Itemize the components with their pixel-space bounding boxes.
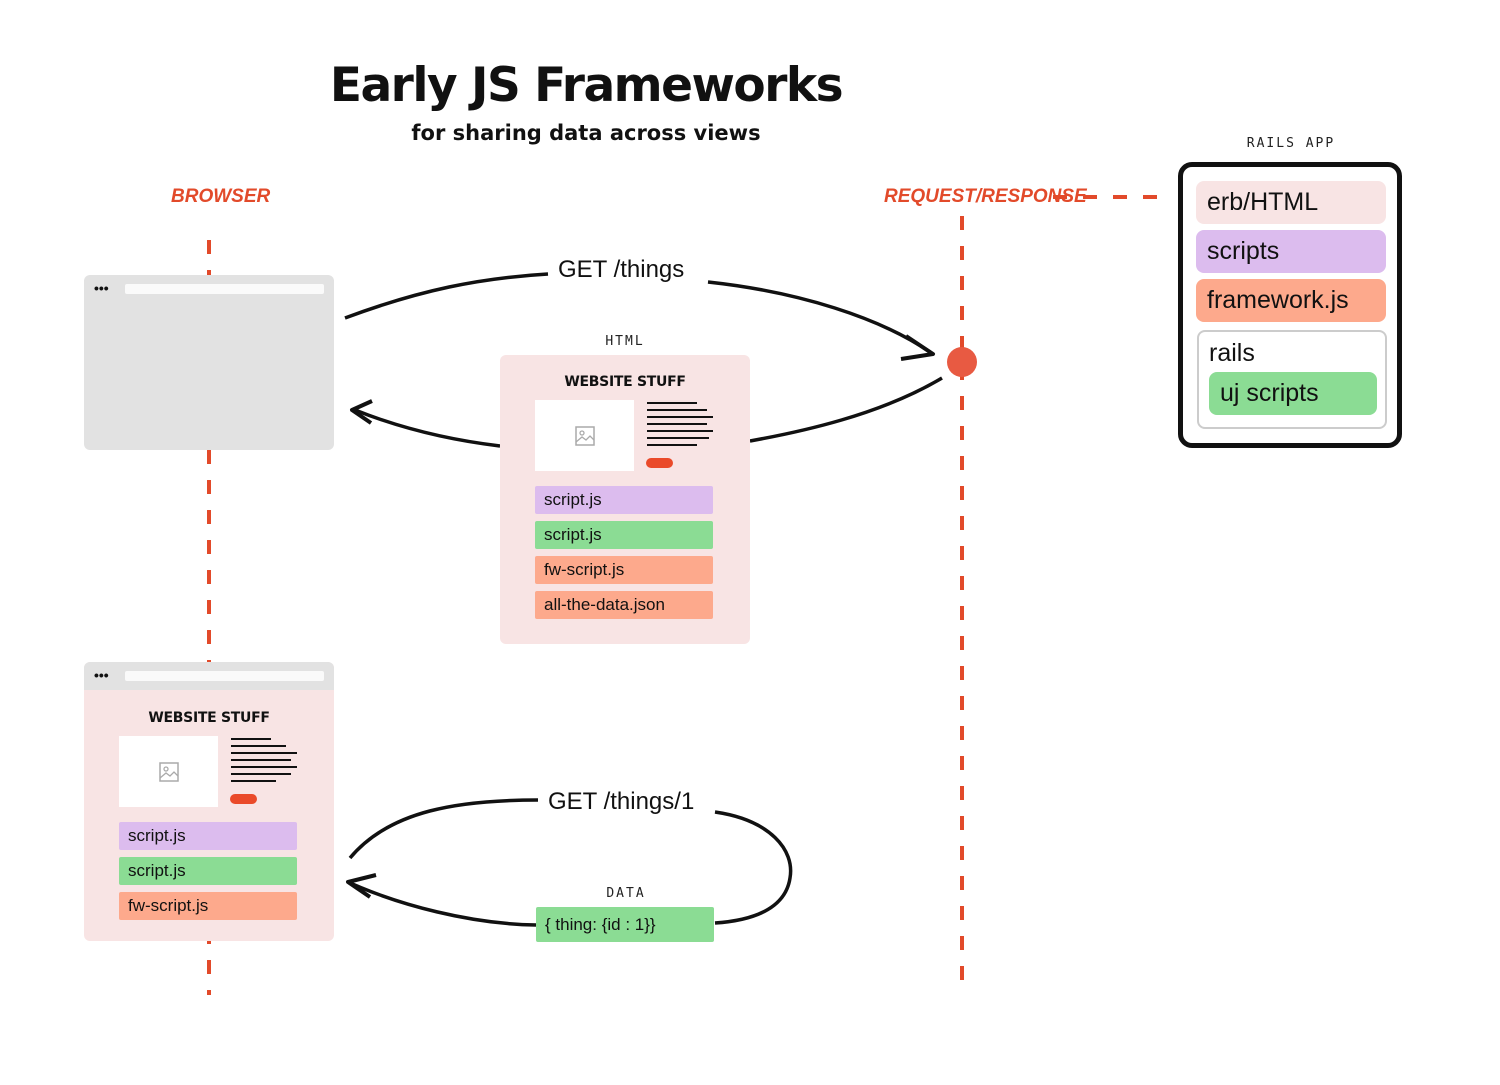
browser-window-loaded: ••• WEBSITE STUFF script.js script.js fw… bbox=[84, 662, 334, 941]
rails-scripts-row: scripts bbox=[1196, 230, 1386, 273]
data-payload-label: DATA bbox=[606, 886, 646, 901]
html-payload-title: WEBSITE STUFF bbox=[564, 374, 686, 390]
rails-core-label: rails bbox=[1209, 339, 1255, 367]
browser-dots-icon: ••• bbox=[94, 667, 109, 683]
browser-page-button bbox=[230, 794, 257, 804]
browser-file-chip: fw-script.js bbox=[119, 892, 297, 920]
rails-erb-row: erb/HTML bbox=[1196, 181, 1386, 224]
data-return-arc bbox=[349, 881, 537, 927]
request-response-lane-label: REQUEST/RESPONSE bbox=[884, 186, 1087, 207]
browser-page-image bbox=[119, 736, 218, 807]
browser-dots-icon: ••• bbox=[94, 280, 109, 296]
html-file-chip: fw-script.js bbox=[535, 556, 713, 584]
get-things-arrowhead bbox=[900, 334, 935, 361]
diagram-subtitle: for sharing data across views bbox=[411, 121, 761, 145]
html-payload-text-lines bbox=[647, 402, 713, 451]
browser-window-initial: ••• bbox=[84, 275, 334, 450]
request-node bbox=[947, 347, 977, 377]
browser-page-text-lines bbox=[231, 738, 297, 787]
rails-core-box: rails uj scripts bbox=[1197, 330, 1387, 429]
browser-file-chip: script.js bbox=[119, 822, 297, 850]
response-arrowhead bbox=[350, 399, 373, 425]
html-payload-button bbox=[646, 458, 673, 468]
browser-url-bar bbox=[125, 671, 324, 681]
html-payload-image bbox=[535, 400, 634, 471]
rails-uj-row: uj scripts bbox=[1209, 372, 1377, 415]
browser-file-chip: script.js bbox=[119, 857, 297, 885]
rails-app-label: RAILS APP bbox=[1246, 136, 1336, 151]
get-thing-arc-left bbox=[348, 798, 539, 860]
html-payload-card: WEBSITE STUFF script.js script.js fw-scr… bbox=[500, 355, 750, 644]
html-file-chip: script.js bbox=[535, 521, 713, 549]
response-arc-left bbox=[354, 408, 501, 448]
html-payload-label: HTML bbox=[605, 334, 645, 349]
response-arc-right bbox=[749, 376, 943, 443]
rails-framework-row: framework.js bbox=[1196, 279, 1386, 322]
get-thing-arc-right bbox=[714, 810, 793, 925]
browser-lane-line bbox=[207, 240, 211, 995]
get-things-label: GET /things bbox=[552, 256, 691, 284]
data-return-arrowhead bbox=[346, 873, 377, 899]
image-icon bbox=[159, 762, 179, 782]
browser-url-bar bbox=[125, 284, 324, 294]
image-icon bbox=[575, 426, 595, 446]
html-file-chip: script.js bbox=[535, 486, 713, 514]
diagram-title: Early JS Frameworks bbox=[329, 58, 844, 113]
get-things-arc-left bbox=[344, 272, 549, 320]
rails-app-box: erb/HTML scripts framework.js rails uj s… bbox=[1178, 162, 1402, 448]
browser-page-title: WEBSITE STUFF bbox=[148, 710, 270, 726]
request-response-lane-line bbox=[960, 216, 964, 995]
get-thing-one-label: GET /things/1 bbox=[542, 788, 701, 816]
data-payload-chip: { thing: {id : 1}} bbox=[536, 907, 714, 942]
browser-lane-label: BROWSER bbox=[171, 186, 271, 207]
html-file-chip: all-the-data.json bbox=[535, 591, 713, 619]
